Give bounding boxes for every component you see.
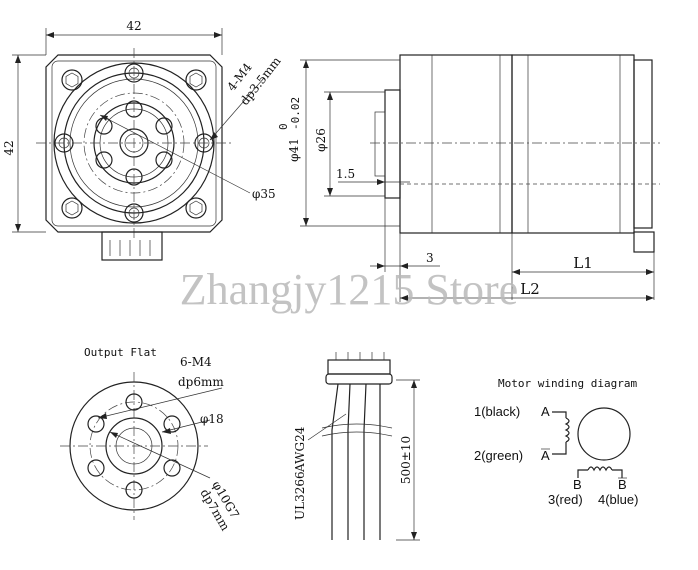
winding-rotor — [577, 407, 631, 461]
front-view: 42 42 — [2, 19, 284, 261]
phase-a-bar-label: A — [541, 448, 550, 463]
output-hole-callout-bottom: dp6mm — [178, 375, 224, 389]
m4-holes — [54, 63, 214, 223]
shaft-dim-tol-lower: -0.02 — [289, 97, 302, 130]
motor-body — [511, 54, 635, 234]
flange-dim: 3 — [426, 251, 434, 265]
watermark: Zhangjy1215 Store — [180, 265, 519, 314]
output-m4-holes — [87, 393, 181, 499]
pilot-dim: φ26 — [314, 128, 328, 152]
inner-holes — [95, 100, 173, 186]
wire-3 — [363, 383, 367, 525]
cable-spec-type: UL3266 — [293, 471, 307, 520]
front-bolt-circle-dim: φ35 — [252, 187, 276, 201]
wire-3-label: 3(red) — [548, 492, 583, 507]
phase-b-label: B — [573, 477, 582, 492]
winding-diagram: Motor winding diagram A A 1(black) 2(gre… — [474, 377, 638, 507]
wire-2 — [347, 383, 351, 525]
length-l2: L2 — [520, 280, 540, 298]
wire-4-label: 4(blue) — [598, 492, 638, 507]
output-flat-title: Output Flat — [84, 346, 157, 359]
front-height-dim: 42 — [2, 140, 16, 155]
winding-title: Motor winding diagram — [498, 377, 637, 390]
motor-face-outline — [45, 54, 223, 233]
phase-b-bar-label: B — [618, 477, 627, 492]
cable-connector — [327, 359, 391, 375]
wire-2-label: 2(green) — [474, 448, 523, 463]
output-flat-view: Output Flat 6-M4 dp6mm φ18 φ10G7 dp7mm — [60, 346, 242, 534]
wire-1-label: 1(black) — [474, 404, 520, 419]
output-boss-dim: φ18 — [200, 412, 224, 426]
cable-view: UL3266 AWG24 500±10 — [293, 352, 420, 541]
pilot-depth-dim: 1.5 — [336, 167, 355, 181]
gearbox-body — [399, 54, 513, 234]
length-l1: L1 — [573, 254, 593, 272]
wire-1 — [331, 383, 339, 525]
phase-a-label: A — [541, 404, 550, 419]
side-view: φ41 0 -0.02 φ26 1.5 3 L1 L2 — [277, 54, 660, 302]
front-width-dim: 42 — [126, 19, 141, 33]
shaft-dim-main: φ41 — [287, 138, 301, 162]
front-connector — [101, 231, 163, 261]
corner-holes — [61, 69, 207, 219]
output-hole-callout-top: 6-M4 — [180, 355, 212, 369]
cable-spec-gauge: AWG24 — [293, 426, 307, 473]
cable-length-dim: 500±10 — [399, 436, 413, 484]
shaft-dim-tol-upper: 0 — [277, 123, 290, 130]
